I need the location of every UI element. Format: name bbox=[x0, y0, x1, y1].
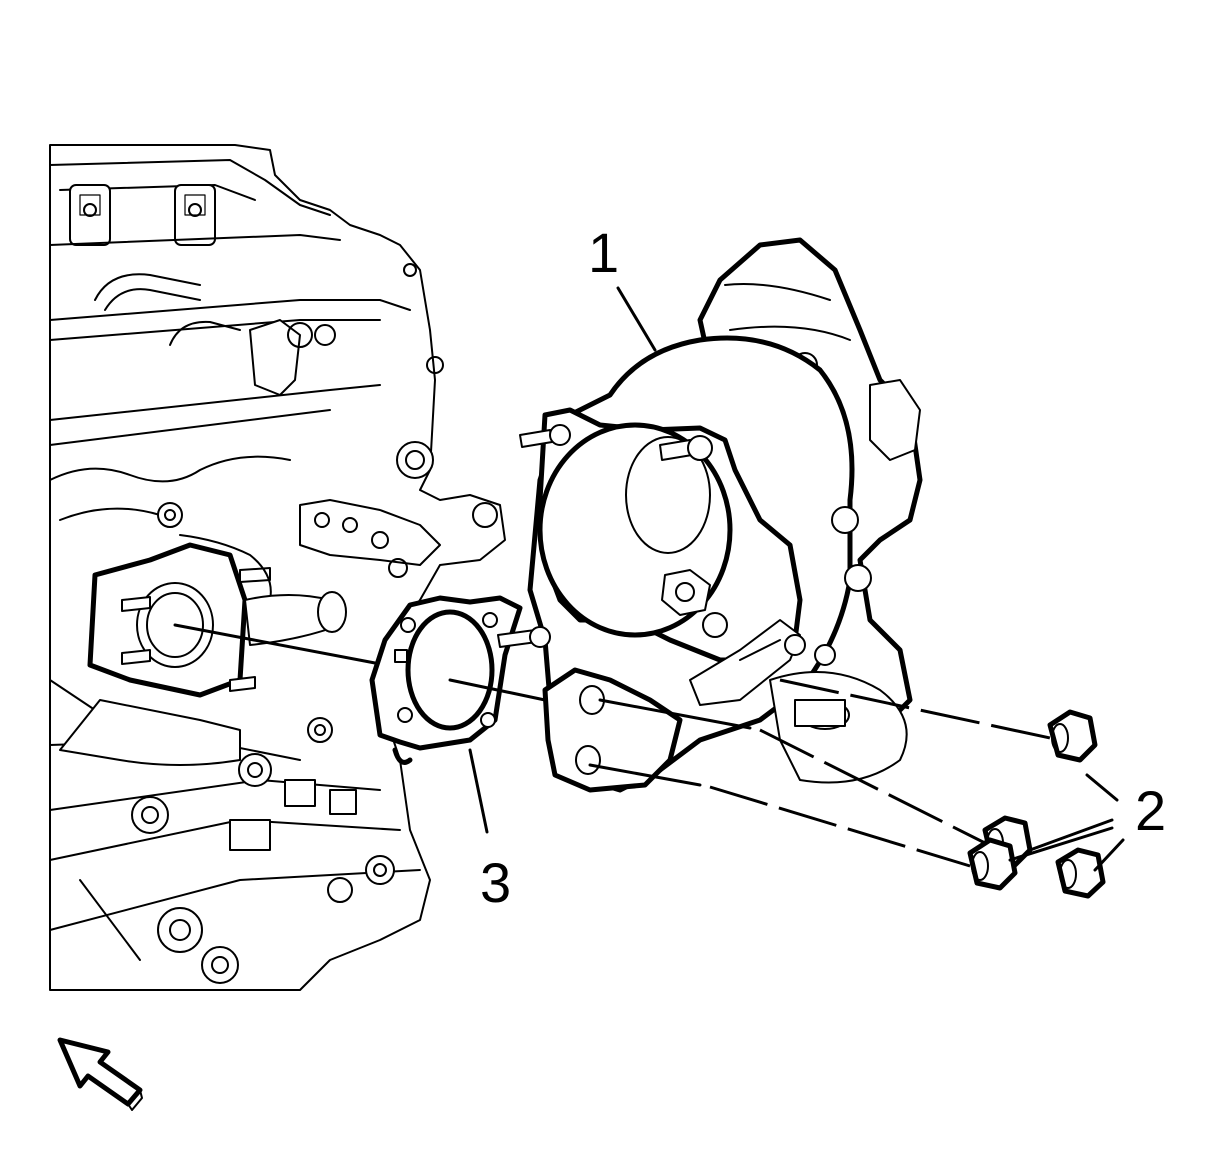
callout-leaders bbox=[468, 286, 1125, 872]
nut bbox=[1047, 709, 1098, 763]
nut bbox=[967, 837, 1018, 891]
callout-3-label: 3 bbox=[480, 851, 511, 914]
callout-2-label: 2 bbox=[1135, 779, 1166, 842]
outline-arrow-icon bbox=[57, 1037, 143, 1111]
callout-1-label: 1 bbox=[588, 221, 619, 284]
nut bbox=[1055, 847, 1106, 899]
engine-block bbox=[49, 144, 506, 991]
turbocharger bbox=[497, 237, 923, 793]
assembly-lines bbox=[173, 623, 1051, 868]
exhaust-manifold-outlet bbox=[59, 534, 347, 766]
turbo-gasket bbox=[369, 595, 523, 765]
turbo-nuts bbox=[967, 709, 1106, 899]
